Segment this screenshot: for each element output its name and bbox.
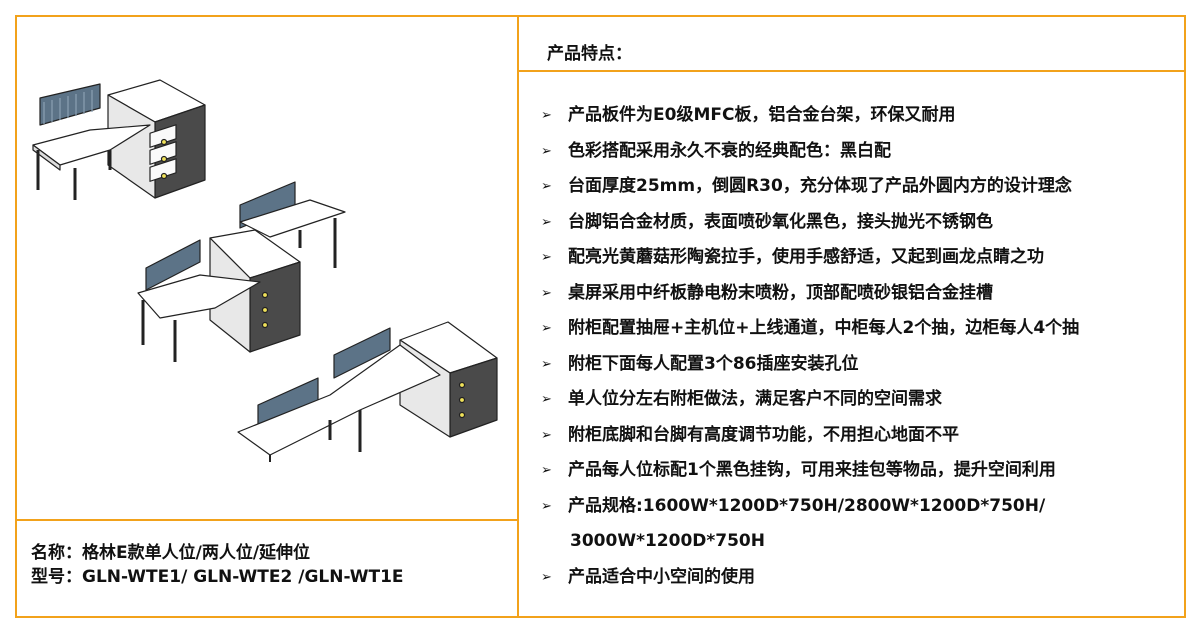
bullet-arrow-icon: ➢: [541, 108, 552, 123]
product-info: 名称：格林E款单人位/两人位/延伸位 型号：GLN-WTE1/ GLN-WTE2…: [31, 541, 404, 589]
feature-item: ➢ 桌屏采用中纤板静电粉末喷粉，顶部配喷砂银铝合金挂槽: [541, 276, 1079, 312]
handle: [458, 381, 466, 389]
product-caption-panel: 名称：格林E款单人位/两人位/延伸位 型号：GLN-WTE1/ GLN-WTE2…: [15, 519, 519, 618]
feature-item: ➢ 产品板件为E0级MFC板，铝合金台架，环保又耐用: [541, 98, 1079, 134]
handle: [261, 291, 269, 299]
desk-illustration: [32, 79, 498, 462]
feature-item: ➢ 产品每人位标配1个黑色挂钩，可用来挂包等物品，提升空间利用: [541, 453, 1079, 489]
bullet-arrow-icon: ➢: [541, 250, 552, 265]
desk-extension: [237, 321, 498, 462]
feature-item: ➢ 附柜配置抽屉+主机位+上线通道，中柜每人2个抽，边柜每人4个抽: [541, 311, 1079, 347]
feature-text: 3000W*1200D*750H: [570, 531, 765, 551]
bullet-arrow-icon: ➢: [541, 463, 552, 478]
feature-item: ➢ 色彩搭配采用永久不衰的经典配色：黑白配: [541, 134, 1079, 170]
feature-item: 3000W*1200D*750H: [541, 524, 1079, 560]
feature-text: 配亮光黄蘑菇形陶瓷拉手，使用手感舒适，又起到画龙点睛之功: [568, 247, 1044, 267]
bullet-arrow-icon: ➢: [541, 285, 552, 301]
feature-item: ➢ 单人位分左右附柜做法，满足客户不同的空间需求: [541, 382, 1079, 418]
feature-item: ➢ 产品适合中小空间的使用: [541, 560, 1079, 596]
bullet-arrow-icon: ➢: [541, 143, 552, 159]
feature-text: 桌屏采用中纤板静电粉末喷粉，顶部配喷砂银铝合金挂槽: [568, 282, 993, 303]
desk-screen: [333, 327, 391, 379]
product-model: 型号：GLN-WTE1/ GLN-WTE2 /GLN-WT1E: [31, 567, 404, 587]
handle: [160, 138, 168, 146]
features-title: 产品特点：: [547, 44, 632, 64]
feature-text: 产品板件为E0级MFC板，铝合金台架，环保又耐用: [568, 105, 956, 125]
feature-item: ➢ 附柜底脚和台脚有高度调节功能，不用担心地面不平: [541, 418, 1079, 454]
handle: [261, 306, 269, 314]
handle: [160, 155, 168, 163]
bullet-arrow-icon: ➢: [541, 427, 552, 443]
feature-item: ➢ 台面厚度25mm，倒圆R30，充分体现了产品外圆内方的设计理念: [541, 169, 1079, 205]
feature-text: 产品规格:1600W*1200D*750H/2800W*1200D*750H/: [568, 495, 1046, 516]
bullet-arrow-icon: ➢: [541, 214, 552, 230]
bullet-arrow-icon: ➢: [541, 498, 552, 514]
desk-double: [137, 181, 346, 362]
desk-single: [32, 79, 206, 200]
feature-text: 色彩搭配采用永久不衰的经典配色：黑白配: [568, 140, 891, 161]
handle: [458, 396, 466, 404]
feature-item: ➢ 台脚铝合金材质，表面喷砂氧化黑色，接头抛光不锈钢色: [541, 205, 1079, 241]
features-panel: ➢ 产品板件为E0级MFC板，铝合金台架，环保又耐用 ➢ 色彩搭配采用永久不衰的经典配…: [517, 70, 1186, 618]
bullet-arrow-icon: ➢: [541, 392, 552, 407]
desk-screen: [145, 239, 201, 291]
feature-text: 单人位分左右附柜做法，满足客户不同的空间需求: [568, 389, 942, 409]
cabinet: [249, 261, 301, 353]
bullet-arrow-icon: ➢: [541, 321, 552, 336]
feature-list: ➢ 产品板件为E0级MFC板，铝合金台架，环保又耐用 ➢ 色彩搭配采用永久不衰的经典配…: [541, 98, 1079, 595]
feature-text: 台面厚度25mm，倒圆R30，充分体现了产品外圆内方的设计理念: [568, 176, 1072, 196]
desk-screen: [39, 83, 101, 126]
feature-item: ➢ 产品规格:1600W*1200D*750H/2800W*1200D*750H/: [541, 489, 1079, 525]
product-name: 名称：格林E款单人位/两人位/延伸位: [31, 543, 311, 563]
handle: [261, 321, 269, 329]
feature-text: 附柜底脚和台脚有高度调节功能，不用担心地面不平: [568, 424, 959, 445]
feature-item: ➢ 配亮光黄蘑菇形陶瓷拉手，使用手感舒适，又起到画龙点睛之功: [541, 240, 1079, 276]
feature-text: 附柜配置抽屉+主机位+上线通道，中柜每人2个抽，边柜每人4个抽: [568, 318, 1080, 338]
feature-item: ➢ 附柜下面每人配置3个86插座安装孔位: [541, 347, 1079, 383]
features-header: 产品特点：: [517, 15, 1186, 72]
bullet-arrow-icon: ➢: [541, 356, 552, 372]
feature-text: 附柜下面每人配置3个86插座安装孔位: [568, 353, 859, 374]
feature-text: 产品适合中小空间的使用: [568, 566, 755, 587]
bullet-arrow-icon: ➢: [541, 179, 552, 194]
handle: [160, 172, 168, 180]
handle: [458, 411, 466, 419]
bullet-arrow-icon: ➢: [541, 569, 552, 585]
feature-text: 产品每人位标配1个黑色挂钩，可用来挂包等物品，提升空间利用: [568, 460, 1056, 480]
feature-text: 台脚铝合金材质，表面喷砂氧化黑色，接头抛光不锈钢色: [568, 211, 993, 232]
